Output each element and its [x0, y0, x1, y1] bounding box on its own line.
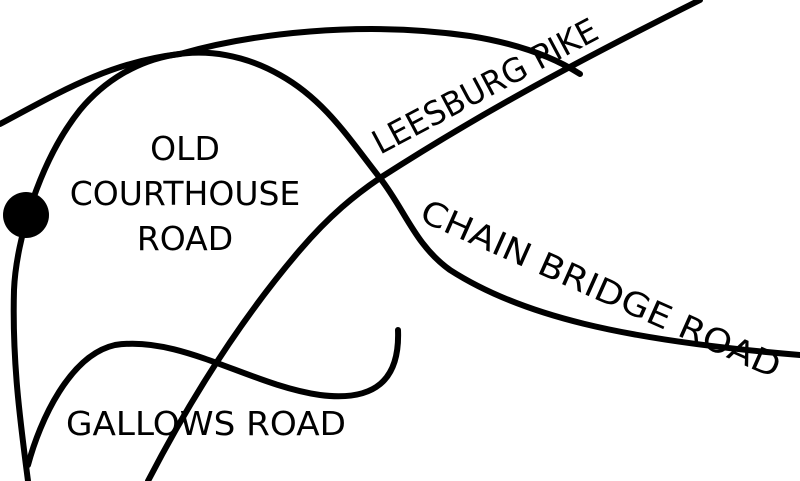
chain-bridge-road [10, 49, 800, 481]
location-dot-marker [3, 192, 49, 238]
label-gallows-road: GALLOWS ROAD [66, 404, 346, 443]
road-upper-arc [0, 26, 583, 127]
label-old-courthouse-line3: ROAD [137, 219, 233, 258]
label-old-courthouse-line2: COURTHOUSE [70, 174, 301, 213]
leesburg-pike-road [145, 0, 703, 481]
label-old-courthouse-line1: OLD [150, 129, 220, 168]
gallows-road [25, 327, 402, 468]
